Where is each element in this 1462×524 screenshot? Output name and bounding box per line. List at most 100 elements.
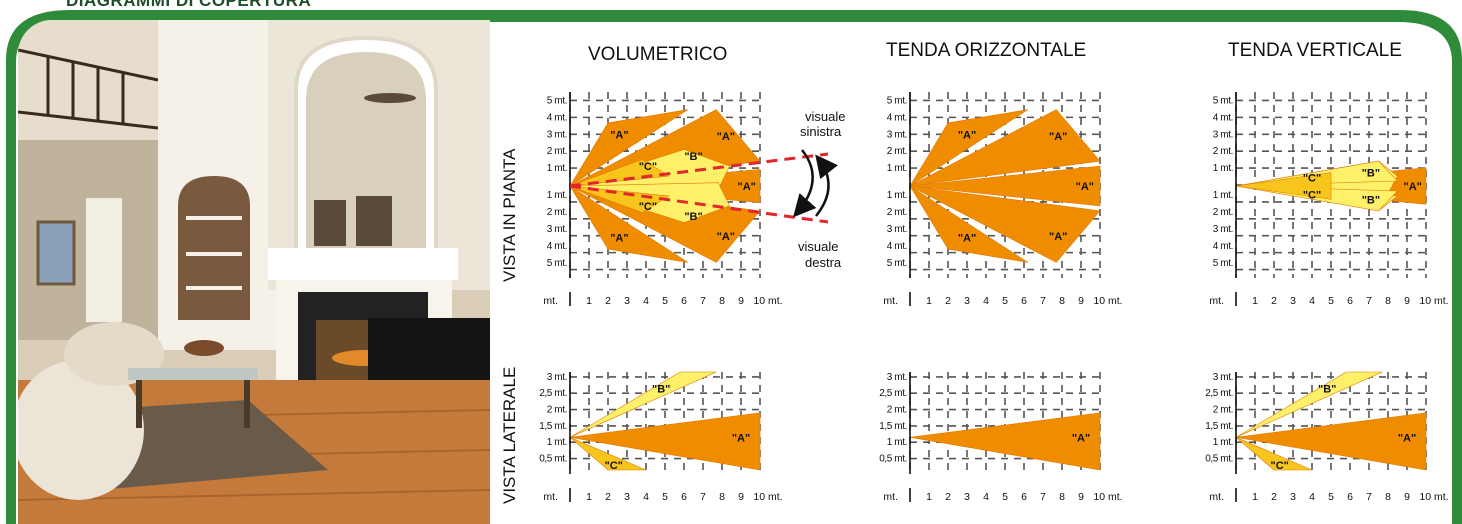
plan-volumetrico: "A""A""A""A""A""B""B""C""C"5 mt.4 mt.3 m…: [543, 92, 783, 307]
view-annotations: visuale sinistra visuale destra: [569, 109, 845, 270]
x-tick-label: 4: [1309, 295, 1315, 307]
x-tick-label: 3: [624, 491, 630, 503]
x-tick-label: 3: [1290, 295, 1296, 307]
zone-a: [909, 109, 1028, 187]
x-tick-label: 7: [1366, 491, 1372, 503]
zone-label-a: "A": [1049, 131, 1067, 143]
x-tick-label: 3: [1290, 491, 1296, 503]
y-tick-label: 1 mt.: [887, 190, 907, 201]
x-tick-label: 6: [1347, 491, 1353, 503]
x-tick-label: 1: [926, 491, 932, 503]
zone-c: [569, 185, 670, 213]
zone-label-a: "A": [958, 130, 976, 142]
zone-label-a: "A": [1072, 432, 1090, 444]
x-tick-label: 9: [738, 295, 744, 307]
x-tick-label: 7: [1040, 295, 1046, 307]
x-tick-label: 4: [643, 491, 649, 503]
x-tick-label: 7: [700, 295, 706, 307]
y-tick-label: 2,5 mt.: [1205, 388, 1233, 399]
x-tick-label: 3: [624, 295, 630, 307]
zone-c: [1235, 172, 1332, 200]
x-tick-label: 9: [1404, 491, 1410, 503]
x-tick-label: 8: [1385, 295, 1391, 307]
y-tick-label: 3 mt.: [547, 224, 567, 235]
y-tick-label: 4 mt.: [547, 241, 567, 252]
y-tick-label: 4 mt.: [887, 112, 907, 123]
y-tick-label: 1 mt.: [887, 163, 907, 174]
x-tick-label: 6: [681, 491, 687, 503]
y-tick-label: 2,5 mt.: [539, 388, 567, 399]
zone-a: [909, 165, 1101, 207]
zone-label-b: "B": [1362, 194, 1380, 206]
x-axis-unit: mt.: [543, 491, 558, 503]
y-tick-label: 2 mt.: [1213, 146, 1233, 157]
x-tick-label: 2: [945, 491, 951, 503]
left-view-arrow: [793, 149, 817, 218]
y-tick-label: 3 mt.: [887, 224, 907, 235]
y-tick-label: 5 mt.: [547, 95, 567, 106]
x-tick-label: 8: [1385, 491, 1391, 503]
column-title-tenda-verticale: TENDA VERTICALE: [1228, 40, 1402, 61]
column-title-volumetrico: VOLUMETRICO: [588, 44, 728, 65]
page-heading: DIAGRAMMI DI COPERTURA: [66, 0, 312, 10]
side-volumetrico: "A""B""C"3 mt.2,5 mt.2 mt.1,5 mt.1 mt.0,…: [539, 371, 783, 503]
x-tick-label: 6: [1021, 491, 1027, 503]
y-tick-label: 2 mt.: [1213, 207, 1233, 218]
x-tick-label: 10 mt.: [1093, 491, 1122, 503]
left-view-line: [569, 152, 829, 188]
y-tick-label: 5 mt.: [887, 258, 907, 269]
x-tick-label: 9: [1078, 491, 1084, 503]
x-tick-label: 1: [586, 295, 592, 307]
zone-label-a: "A": [610, 232, 628, 244]
x-axis-unit: mt.: [883, 491, 898, 503]
zone-label-c: "C": [639, 201, 657, 213]
zone-label-b: "B": [684, 151, 702, 163]
y-tick-label: 3 mt.: [547, 129, 567, 140]
y-tick-label: 2 mt.: [547, 405, 567, 416]
x-tick-label: 8: [1059, 491, 1065, 503]
y-tick-label: 2 mt.: [887, 207, 907, 218]
y-tick-label: 5 mt.: [547, 258, 567, 269]
y-tick-label: 2 mt.: [1213, 405, 1233, 416]
x-tick-label: 5: [1002, 295, 1008, 307]
right-view-line: [569, 184, 829, 224]
x-tick-label: 4: [983, 491, 989, 503]
zone-c: [569, 159, 670, 187]
y-tick-label: 2 mt.: [547, 207, 567, 218]
x-tick-label: 10 mt.: [1419, 295, 1448, 307]
x-axis-unit: mt.: [1209, 295, 1224, 307]
x-axis-unit: mt.: [543, 295, 558, 307]
x-tick-label: 4: [643, 295, 649, 307]
x-axis-unit: mt.: [1209, 491, 1224, 503]
zone-label-a: "A": [717, 131, 735, 143]
x-tick-label: 5: [1328, 491, 1334, 503]
y-tick-label: 1,5 mt.: [539, 421, 567, 432]
zone-b: [1235, 371, 1383, 438]
zone-label-b: "B": [1362, 168, 1380, 180]
x-tick-label: 7: [1366, 295, 1372, 307]
right-view-label-2: destra: [805, 255, 842, 270]
zone-label-a: "A": [1398, 432, 1416, 444]
x-tick-label: 5: [662, 295, 668, 307]
x-tick-label: 4: [1309, 491, 1315, 503]
y-tick-label: 3 mt.: [1213, 372, 1233, 383]
x-tick-label: 9: [1404, 295, 1410, 307]
x-tick-label: 2: [1271, 295, 1277, 307]
zone-label-c: "C": [1303, 189, 1321, 201]
zone-label-a: "A": [958, 232, 976, 244]
zone-label-a: "A": [717, 231, 735, 243]
y-tick-label: 3 mt.: [1213, 129, 1233, 140]
y-tick-label: 1,5 mt.: [879, 421, 907, 432]
x-tick-label: 6: [1347, 295, 1353, 307]
zone-a: [909, 109, 1101, 187]
y-tick-label: 0,5 mt.: [879, 454, 907, 465]
y-tick-label: 3 mt.: [547, 372, 567, 383]
x-tick-label: 5: [1002, 491, 1008, 503]
y-tick-label: 1 mt.: [547, 437, 567, 448]
x-tick-label: 1: [1252, 295, 1258, 307]
x-tick-label: 6: [1021, 295, 1027, 307]
x-tick-label: 10 mt.: [1419, 491, 1448, 503]
x-tick-label: 1: [926, 295, 932, 307]
x-tick-label: 9: [738, 491, 744, 503]
zone-label-a: "A": [1076, 181, 1094, 193]
